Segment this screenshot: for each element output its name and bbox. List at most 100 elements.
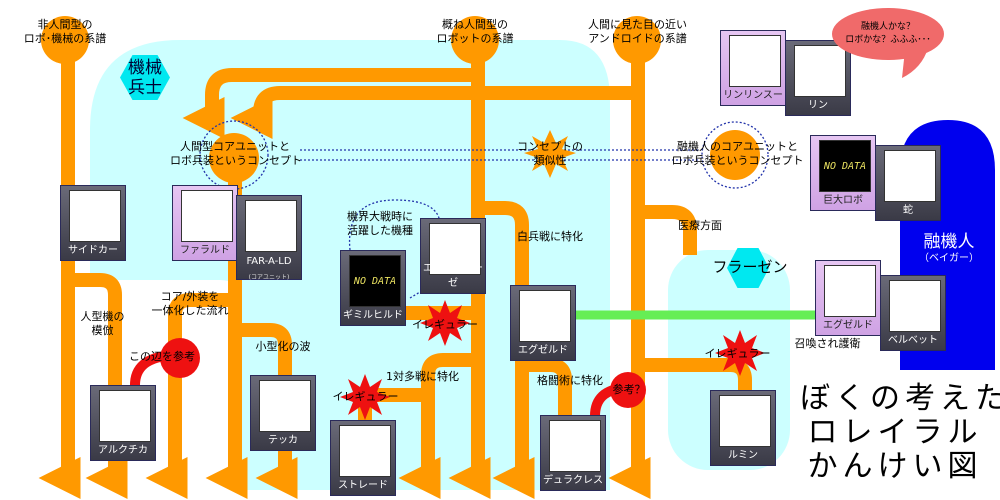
kikai-war-label: 機界大戦時に 活躍した機種 xyxy=(347,210,413,237)
card-name: ファラルド xyxy=(180,245,230,256)
card-name: ルミン xyxy=(728,450,758,461)
irregular-star-icon xyxy=(715,330,765,376)
diagram-title: ぼくの考えた ロレイラル かんけい図 xyxy=(800,381,1000,484)
branch-miniaturize xyxy=(235,323,298,499)
rin-portrait xyxy=(794,45,846,97)
card-name: リンリンスー xyxy=(723,90,783,101)
card-gimilhild[interactable]: NO DATA ギミルヒルド xyxy=(340,250,406,326)
lineage-nonhuman-label: 非人間型の ロボ･機械の系譜 xyxy=(23,18,107,45)
yuukijin-core-concept-label: 融機人のコアユニットと ロボ兵装というコンセプト xyxy=(671,140,804,167)
core-unit-concept-label: 人間型コアユニットと ロボ兵装というコンセプト xyxy=(170,140,302,167)
kikai-war-dashed-arc xyxy=(348,199,441,251)
yuukijin-reading: （ベイガー） xyxy=(919,253,979,264)
mimic-label: 人型機の 模倣 xyxy=(80,310,125,337)
yuukijin-dashed-circle xyxy=(701,121,769,189)
card-name: アルクチカ xyxy=(98,445,148,456)
irregular-label: イレギュラー xyxy=(704,347,771,360)
kikai-heishi-label: 機械 兵士 xyxy=(128,58,162,98)
yuukijin-label: 融機人 xyxy=(923,232,975,252)
card-giant-robo[interactable]: NO DATA 巨大ロボ xyxy=(810,135,876,211)
tekka-portrait xyxy=(259,380,311,432)
card-name: エグゼルド xyxy=(518,345,568,356)
card-velvet[interactable]: ベルベット xyxy=(880,275,946,351)
speech-bubble-text: 融機人かな？ ロボかな？ふふふ･･･ xyxy=(845,22,931,45)
reference-here-label: この辺を参考 xyxy=(129,350,195,363)
card-strade[interactable]: ストレード xyxy=(330,420,396,496)
lineage-android-label: 人間に見た目の近い アンドロイドの系譜 xyxy=(588,18,687,45)
rinrinsu-portrait xyxy=(729,35,781,87)
irregular-star-icon xyxy=(340,374,390,420)
card-sidecar[interactable]: サイドカー xyxy=(60,185,126,261)
yuukijin-core-node xyxy=(710,130,760,180)
no-data-portrait: NO DATA xyxy=(819,140,871,192)
sidecar-portrait xyxy=(69,190,121,242)
summoned-label: 召喚され護衛 xyxy=(794,337,861,350)
exeld-portrait xyxy=(824,265,876,317)
lineage-node-humanoid xyxy=(451,16,499,64)
card-name: ベルベット xyxy=(888,335,938,346)
integrated-label: コア/外装を 一体化した流れ xyxy=(151,290,229,317)
card-edelrose[interactable]: エーデルローゼ xyxy=(420,218,486,294)
one-vs-many-label: 1対多戦に特化 xyxy=(386,370,459,383)
edelrose-portrait xyxy=(429,223,481,275)
velvet-portrait xyxy=(889,280,941,332)
card-name: 蛇 xyxy=(903,205,913,216)
card-tekka[interactable]: テッカ xyxy=(250,375,316,451)
lineage-humanoid-label: 概ね人間型の ロボットの系譜 xyxy=(436,18,514,45)
duracles-portrait xyxy=(549,420,601,472)
card-duracles[interactable]: デュラクレス xyxy=(540,415,606,491)
card-name: ストレード xyxy=(338,480,388,491)
similarity-label: コンセプトの 類似性 xyxy=(517,140,583,167)
lineage-node-nonhuman xyxy=(41,16,89,64)
hebi-portrait xyxy=(884,150,936,202)
card-rumin[interactable]: ルミン xyxy=(710,390,776,466)
card-name: FAR-A-LD xyxy=(246,256,292,267)
card-arkchika[interactable]: アルクチカ xyxy=(90,385,156,461)
reference-node-1 xyxy=(160,338,200,378)
branch-one-vs-many xyxy=(398,353,478,499)
medical-label: 医療方面 xyxy=(678,219,722,232)
card-exeld-2[interactable]: エグゼルド xyxy=(815,260,881,336)
card-name: デュラクレス xyxy=(543,475,603,486)
card-name: リン xyxy=(808,100,828,111)
card-faraldo[interactable]: ファラルド xyxy=(172,185,238,261)
lineage-node-android xyxy=(613,16,661,64)
card-rin[interactable]: リン xyxy=(785,40,851,116)
reference-node-2 xyxy=(610,372,646,408)
melee-label: 白兵戦に特化 xyxy=(517,230,583,243)
miniaturize-label: 小型化の波 xyxy=(255,340,311,353)
exeld-portrait xyxy=(519,290,571,342)
branch-to-core-2 xyxy=(230,86,638,139)
fraazen-label: フラーゼン xyxy=(712,258,788,276)
no-data-portrait: NO DATA xyxy=(349,255,401,307)
similarity-star-icon xyxy=(524,130,576,178)
strade-portrait xyxy=(339,425,391,477)
faraldo-portrait xyxy=(181,190,233,242)
branch-grappling xyxy=(522,358,572,415)
rumin-portrait xyxy=(719,395,771,447)
reference-q-label: 参考？ xyxy=(612,383,646,396)
grappling-label: 格闘術に特化 xyxy=(537,374,603,387)
card-exeld[interactable]: エグゼルド xyxy=(510,285,576,361)
branch-mimic xyxy=(68,273,128,499)
card-name: 巨大ロボ xyxy=(823,195,863,206)
irregular-label: イレギュラー xyxy=(332,390,399,403)
card-name: サイドカー xyxy=(68,245,118,256)
irregular-label: イレギュラー xyxy=(412,318,478,331)
branch-integrated xyxy=(145,293,235,499)
card-name: テッカ xyxy=(268,435,298,446)
card-name: エグゼルド xyxy=(823,320,873,331)
card-subtitle: (コアユニット) xyxy=(248,274,290,281)
card-name: エーデルローゼ xyxy=(423,263,483,289)
irregular-star-icon xyxy=(420,300,470,346)
core-unit-node xyxy=(209,133,259,183)
card-hebi[interactable]: 蛇 xyxy=(875,145,941,221)
card-name: ギミルヒルド xyxy=(343,310,403,321)
branch-to-core-1 xyxy=(182,68,478,139)
card-rinrinsu[interactable]: リンリンスー xyxy=(720,30,786,106)
branch-melee xyxy=(478,201,535,499)
card-far-a-ld[interactable]: FAR-A-LD (コアユニット) xyxy=(236,195,302,281)
branch-medical xyxy=(638,205,697,255)
far-a-ld-portrait xyxy=(245,200,297,252)
